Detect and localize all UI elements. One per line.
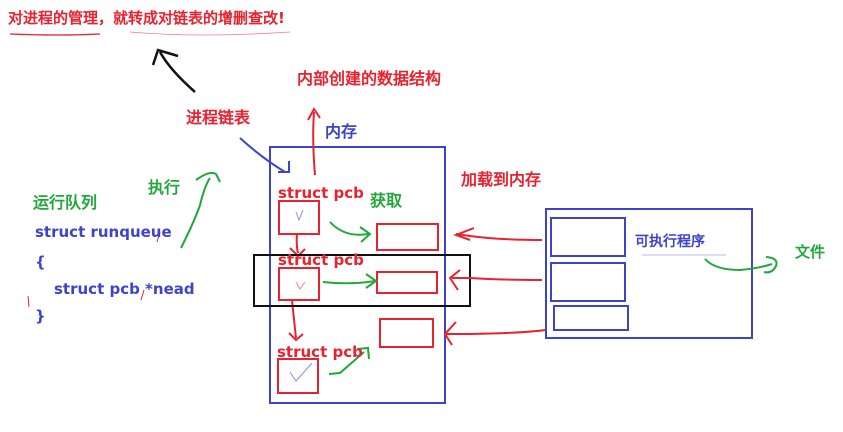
pcb-box-1 bbox=[278, 200, 320, 235]
fetch-arrow-2 bbox=[322, 280, 376, 285]
black-arrow-to-title bbox=[158, 51, 196, 93]
execute-label: 执行 bbox=[148, 178, 181, 197]
file-arrow-head bbox=[763, 256, 778, 274]
stray-mark-2 bbox=[140, 289, 145, 301]
pcb-box-3 bbox=[277, 358, 319, 394]
data-box-1 bbox=[376, 223, 439, 251]
execute-arrow bbox=[180, 177, 211, 249]
code-line-close-brace: } bbox=[35, 307, 46, 325]
title-underline bbox=[9, 33, 101, 36]
title-underline-right bbox=[129, 31, 291, 36]
memory-box bbox=[269, 146, 446, 404]
exec-segment-2 bbox=[550, 262, 626, 302]
exec-segment-1 bbox=[550, 217, 626, 257]
check-mark-3 bbox=[289, 362, 313, 382]
load-arrow-3 bbox=[446, 329, 546, 335]
executable-label: 可执行程序 bbox=[635, 234, 705, 250]
pcb-link-1-2 bbox=[295, 233, 299, 254]
run-queue-label: 运行队列 bbox=[33, 193, 98, 212]
data-box-3 bbox=[379, 318, 434, 348]
code-line-open-brace: { bbox=[35, 253, 46, 271]
exec-segment-3 bbox=[553, 305, 629, 331]
fetch-arrow-1 bbox=[329, 221, 369, 236]
code-line-pcb-head: struct pcb *nead bbox=[54, 280, 195, 298]
internal-ds-arrow bbox=[312, 111, 316, 176]
pcb-label-1: struct pcb bbox=[278, 184, 364, 202]
load-arrow-2 bbox=[452, 277, 543, 281]
execute-arrowhead bbox=[195, 171, 221, 183]
pcb-link-2-3-head bbox=[288, 332, 304, 342]
title-text: 对进程的管理，就转成对链表的增删查改! bbox=[8, 9, 285, 27]
file-label: 文件 bbox=[795, 243, 826, 261]
highlight-frame bbox=[253, 254, 471, 307]
check-mark-1 bbox=[295, 209, 304, 222]
fetch-arrow-3-head bbox=[356, 346, 370, 360]
stray-mark-1 bbox=[27, 295, 30, 308]
fetch-label: 获取 bbox=[370, 191, 403, 210]
load-arrow-1-head bbox=[453, 227, 475, 241]
file-arrow bbox=[704, 258, 773, 272]
executable-box bbox=[545, 208, 753, 339]
pcb-box-2 bbox=[278, 267, 320, 301]
process-list-arrowhead bbox=[278, 161, 290, 173]
code-line-struct-runqueue: struct runqueue bbox=[35, 223, 172, 241]
internal-ds-label: 内部创建的数据结构 bbox=[297, 69, 442, 88]
memory-label: 内存 bbox=[325, 122, 358, 141]
process-list-arrow bbox=[239, 137, 286, 173]
pcb-label-2: struct pcb bbox=[278, 251, 364, 269]
internal-ds-arrowhead bbox=[307, 107, 321, 121]
fetch-arrow-3 bbox=[328, 351, 365, 375]
pcb-link-2-3 bbox=[291, 299, 297, 339]
load-arrow-2-head bbox=[448, 269, 461, 291]
data-box-2 bbox=[376, 271, 438, 294]
fetch-arrow-2-head bbox=[365, 273, 378, 289]
pcb-label-3: struct pcb bbox=[277, 343, 363, 361]
load-to-memory-label: 加载到内存 bbox=[461, 170, 542, 189]
stray-mark-3 bbox=[156, 231, 161, 243]
fetch-arrow-1-head bbox=[359, 226, 372, 243]
process-list-label: 进程链表 bbox=[186, 108, 251, 127]
check-mark-2 bbox=[295, 281, 306, 290]
load-arrow-3-head bbox=[443, 321, 457, 346]
black-arrowhead bbox=[151, 48, 179, 66]
load-arrow-1 bbox=[455, 233, 543, 241]
